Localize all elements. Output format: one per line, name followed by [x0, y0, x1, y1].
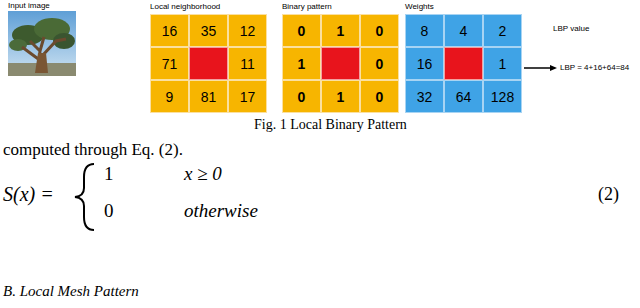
grid-heading: Binary pattern — [282, 2, 332, 11]
grid-cell: 0 — [282, 14, 321, 47]
grid-cell: 12 — [228, 14, 267, 47]
section-heading: B. Local Mesh Pattern — [3, 283, 139, 300]
cell-value: 9 — [166, 89, 174, 105]
grid-cell: 16 — [150, 14, 189, 47]
cell-value: 1 — [337, 23, 345, 39]
grid-cell: 128 — [483, 80, 522, 113]
cell-value: 0 — [376, 23, 384, 39]
cell-value: 1 — [298, 56, 306, 72]
cell-value: 8 — [421, 23, 429, 39]
equation-brace — [75, 164, 94, 230]
cell-value: 35 — [201, 23, 217, 39]
grid-cell: 16 — [405, 47, 444, 80]
grid-cell: 0 — [360, 47, 399, 80]
grid-cell: 8 — [405, 14, 444, 47]
center-pixel-cell — [444, 47, 483, 80]
grid-cell: 0 — [360, 14, 399, 47]
cell-value: 1 — [337, 89, 345, 105]
weights-grid: Weights8421613264128 — [405, 14, 522, 113]
equation-number: (2) — [598, 184, 619, 205]
cell-value: 0 — [298, 89, 306, 105]
cell-value: 1 — [499, 56, 507, 72]
grid-cell: 32 — [405, 80, 444, 113]
grid-heading: Local neighborhood — [150, 2, 220, 11]
cell-value: 0 — [298, 23, 306, 39]
center-pixel-cell — [189, 47, 228, 80]
grid-cell: 71 — [150, 47, 189, 80]
cell-value: 4 — [460, 23, 468, 39]
cell-value: 81 — [201, 89, 217, 105]
grid-cell: 17 — [228, 80, 267, 113]
cell-value: 0 — [376, 56, 384, 72]
lbp-formula: LBP = 4+16+64=84 — [560, 63, 629, 72]
grid-cell: 0 — [282, 80, 321, 113]
local-neighborhood-grid: Local neighborhood163512711198117 — [150, 14, 267, 113]
input-image-photo — [8, 11, 76, 76]
equation-condition: x ≥ 0 — [184, 163, 222, 185]
grid-cell: 0 — [360, 80, 399, 113]
equation-lhs: S(x) = — [3, 183, 54, 206]
cell-value: 71 — [162, 56, 178, 72]
cell-value: 12 — [240, 23, 256, 39]
arrow-head — [550, 65, 557, 71]
cell-value: 16 — [417, 56, 433, 72]
figure-caption: Fig. 1 Local Binary Pattern — [254, 117, 407, 133]
grid-cell: 4 — [444, 14, 483, 47]
cell-value: 64 — [456, 89, 472, 105]
grid-heading: Weights — [405, 2, 434, 11]
grid-cell: 35 — [189, 14, 228, 47]
cell-value: 16 — [162, 23, 178, 39]
arrow-line — [524, 67, 552, 69]
image-label: Input image — [8, 1, 50, 10]
equation-condition: otherwise — [184, 200, 258, 222]
lbp-value-label: LBP value — [553, 24, 589, 33]
grid-cell: 64 — [444, 80, 483, 113]
cell-value: 32 — [417, 89, 433, 105]
equation-value: 1 — [104, 163, 114, 185]
grid-cell: 1 — [282, 47, 321, 80]
grid-cell: 2 — [483, 14, 522, 47]
grid-cell: 81 — [189, 80, 228, 113]
grid-cell: 1 — [321, 14, 360, 47]
cell-value: 0 — [376, 89, 384, 105]
binary-pattern-grid: Binary pattern01010010 — [282, 14, 399, 113]
grid-cell: 1 — [483, 47, 522, 80]
grid-cell: 11 — [228, 47, 267, 80]
grid-cell: 9 — [150, 80, 189, 113]
cell-value: 17 — [240, 89, 256, 105]
body-text: computed through Eq. (2). — [3, 140, 183, 160]
cell-value: 2 — [499, 23, 507, 39]
equation-value: 0 — [104, 200, 114, 222]
cell-value: 11 — [240, 56, 255, 72]
cell-value: 128 — [491, 89, 514, 105]
grid-cell: 1 — [321, 80, 360, 113]
center-pixel-cell — [321, 47, 360, 80]
